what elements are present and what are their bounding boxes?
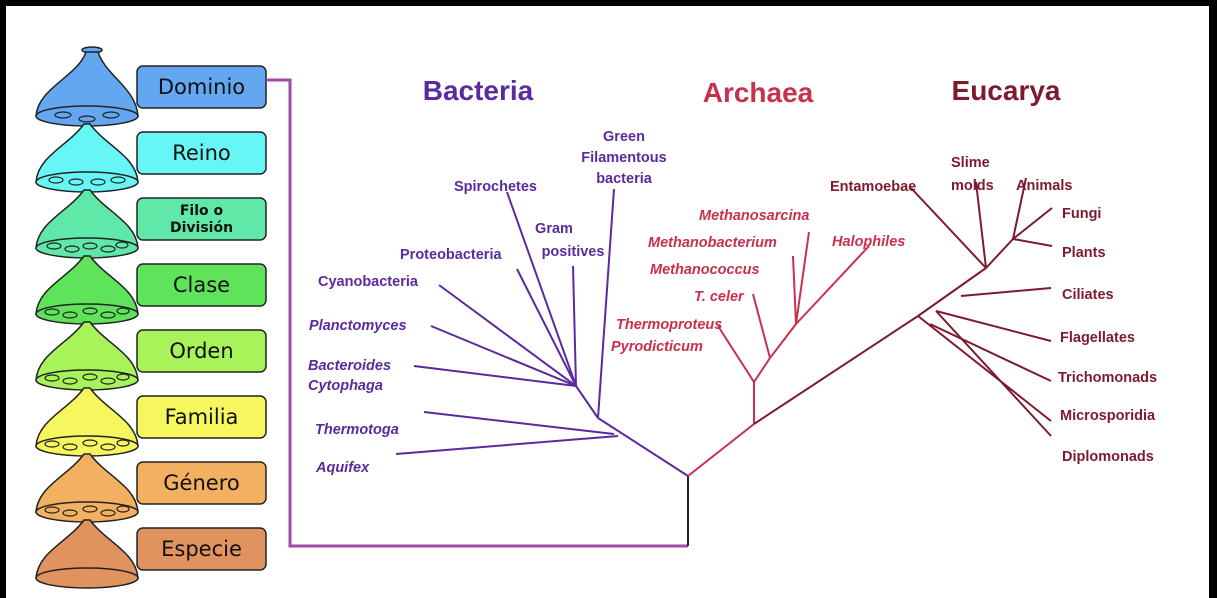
rank-genero-label: Género — [163, 471, 239, 495]
label-plants: Plants — [1062, 245, 1106, 261]
label-gram-1: Gram — [535, 221, 573, 237]
label-entamoebae: Entamoebae — [830, 179, 916, 195]
label-methanosarcina: Methanosarcina — [699, 208, 809, 224]
label-flagellates: Flagellates — [1060, 330, 1135, 346]
label-microsporidia: Microsporidia — [1060, 408, 1156, 424]
label-proteobacteria: Proteobacteria — [400, 247, 502, 263]
label-diplomonads: Diplomonads — [1062, 449, 1154, 465]
funnel-clase — [36, 256, 138, 324]
rank-dominio-label: Dominio — [158, 75, 245, 99]
label-slime-1: Slime — [951, 155, 990, 171]
domain-bacteria-title: Bacteria — [423, 75, 534, 106]
funnel-reino — [36, 124, 138, 192]
rank-especie: Especie — [137, 528, 266, 570]
label-t-celer: T. celer — [694, 289, 745, 305]
rank-division-label: División — [170, 220, 233, 236]
rank-especie-label: Especie — [161, 537, 242, 561]
bacteria-labels: Green Filamentous bacteria Spirochetes G… — [308, 129, 667, 476]
label-bacteroides: Bacteroides — [308, 358, 391, 374]
taxonomy-diagram: Dominio Reino Filo o División Clase Orde… — [6, 6, 1209, 598]
label-methanobacterium: Methanobacterium — [648, 235, 777, 251]
rank-filo: Filo o División — [137, 198, 266, 240]
label-cyanobacteria: Cyanobacteria — [318, 274, 419, 290]
rank-filo-label: Filo o — [180, 203, 224, 219]
rank-labels: Dominio Reino Filo o División Clase Orde… — [137, 66, 266, 570]
label-slime-2: molds — [951, 178, 994, 194]
funnel-especie — [36, 520, 138, 588]
funnel-dominio — [36, 52, 138, 126]
label-spirochetes: Spirochetes — [454, 179, 537, 195]
label-fungi: Fungi — [1062, 206, 1101, 222]
label-thermotoga: Thermotoga — [315, 422, 399, 438]
funnel-filo — [36, 190, 138, 258]
rank-stack — [36, 47, 138, 588]
rank-genero: Género — [137, 462, 266, 504]
rank-familia-label: Familia — [165, 405, 239, 429]
funnel-familia — [36, 388, 138, 456]
domain-eucarya-title: Eucarya — [952, 75, 1061, 106]
label-green-3: bacteria — [596, 171, 653, 187]
label-aquifex: Aquifex — [315, 460, 370, 476]
label-cytophaga: Cytophaga — [308, 378, 383, 394]
label-gram-2: positives — [542, 244, 605, 260]
rank-reino: Reino — [137, 132, 266, 174]
label-animals: Animals — [1016, 178, 1072, 194]
diagram-frame: Dominio Reino Filo o División Clase Orde… — [6, 6, 1209, 598]
label-ciliates: Ciliates — [1062, 287, 1114, 303]
label-pyrodicticum: Pyrodicticum — [611, 339, 703, 355]
rank-clase: Clase — [137, 264, 266, 306]
rank-orden: Orden — [137, 330, 266, 372]
label-planctomyces: Planctomyces — [309, 318, 407, 334]
funnel-orden — [36, 322, 138, 390]
eucarya-labels: Entamoebae Slime molds Animals Fungi Pla… — [830, 155, 1157, 465]
label-trichomonads: Trichomonads — [1058, 370, 1157, 386]
domain-archaea-title: Archaea — [703, 77, 814, 108]
label-thermoproteus: Thermoproteus — [616, 317, 722, 333]
label-green-1: Green — [603, 129, 645, 145]
rank-reino-label: Reino — [172, 141, 231, 165]
label-halophiles: Halophiles — [832, 234, 905, 250]
label-green-2: Filamentous — [581, 150, 666, 166]
rank-orden-label: Orden — [169, 339, 233, 363]
rank-clase-label: Clase — [173, 273, 230, 297]
rank-familia: Familia — [137, 396, 266, 438]
label-methanococcus: Methanococcus — [650, 262, 760, 278]
archaea-labels: Methanosarcina Methanobacterium Methanoc… — [611, 208, 905, 355]
funnel-genero — [36, 454, 138, 522]
rank-dominio: Dominio — [137, 66, 266, 108]
